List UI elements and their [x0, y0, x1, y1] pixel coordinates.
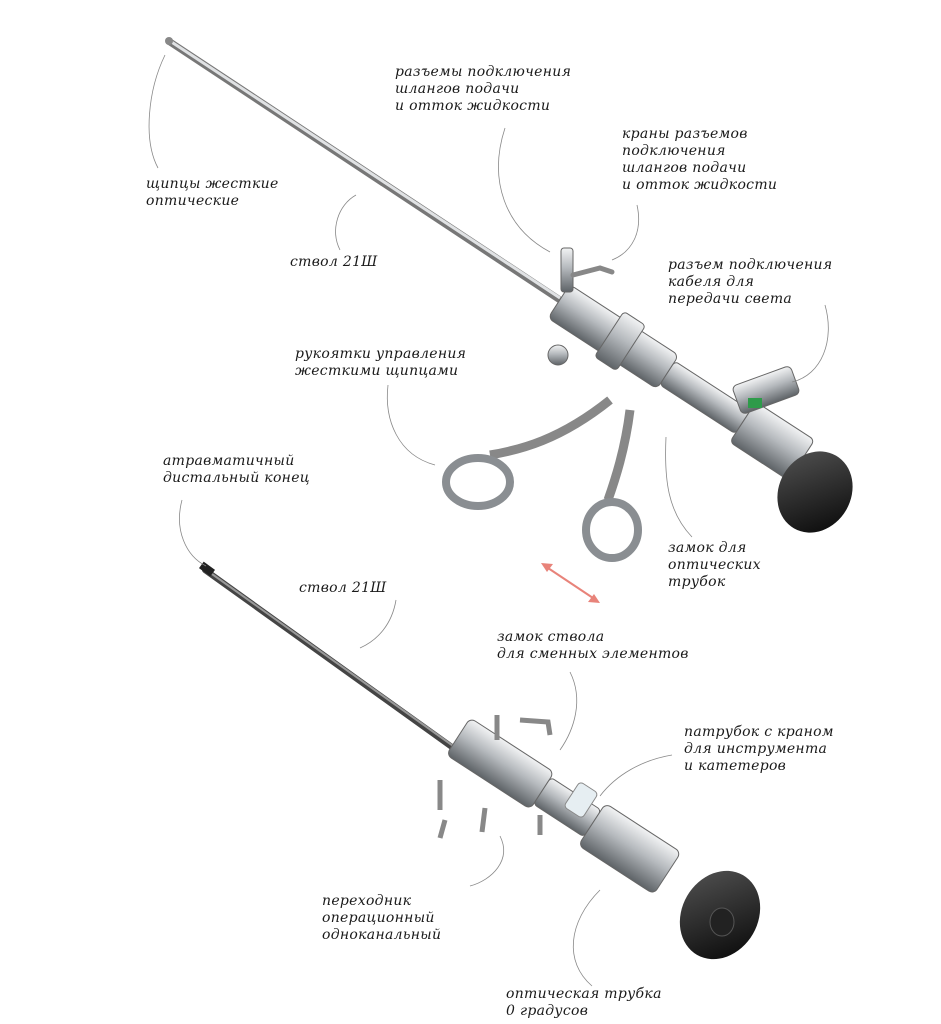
rigid-forceps-instrument [165, 37, 853, 562]
label-sheath-lock: замок ствола для сменных элементов [497, 629, 689, 662]
movement-arrow-icon [541, 563, 600, 603]
label-instrument-port: патрубок с краном для инструмента и кате… [684, 724, 834, 774]
label-optic-lock: замок для оптических трубок [668, 540, 761, 590]
label-forceps-handles: рукоятки управления жесткими щипцами [295, 346, 467, 379]
label-sheath-bottom: ствол 21Ш [299, 580, 387, 596]
label-optic-tube: оптическая трубка 0 градусов [506, 986, 662, 1019]
label-rigid-forceps: щипцы жесткие оптические [146, 176, 279, 209]
label-atraumatic-tip: атравматичный дистальный конец [163, 453, 310, 486]
operating-sheath-instrument [198, 561, 761, 960]
label-light-cable-connector: разъем подключения кабеля для передачи с… [668, 257, 833, 307]
label-sheath-top: ствол 21Ш [290, 254, 378, 270]
leader-lines [148, 54, 829, 987]
label-fluid-connectors: разъемы подключения шлангов подачи и отт… [395, 64, 572, 114]
green-ring [748, 398, 762, 408]
eyepiece-cup [777, 451, 853, 533]
label-operating-adapter: переходник операционный одноканальный [322, 893, 442, 943]
label-connector-stopcocks: краны разъемов подключения шлангов подач… [622, 126, 778, 193]
